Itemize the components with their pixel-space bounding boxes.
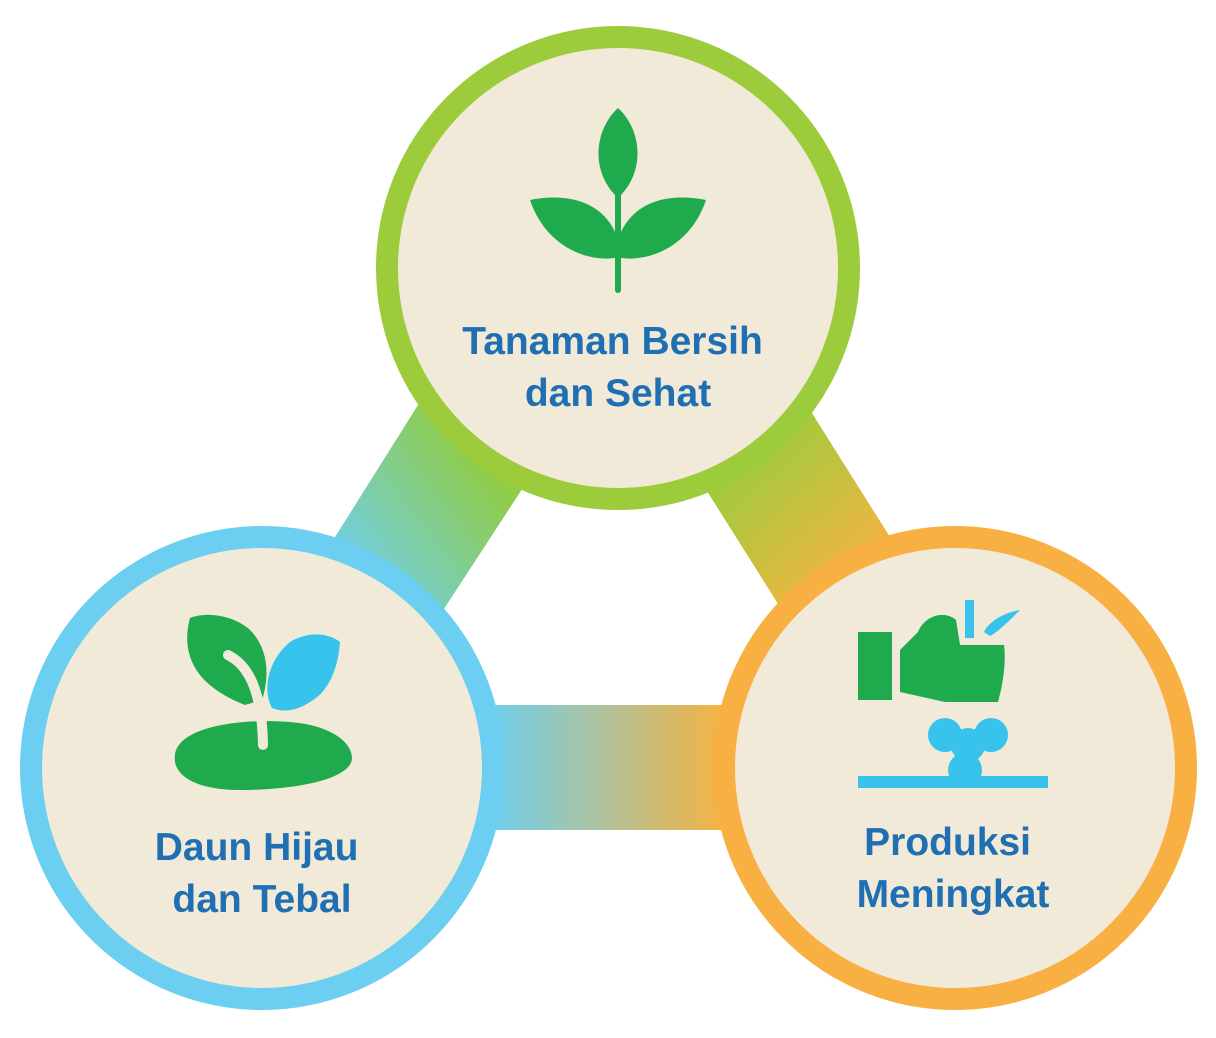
seedling-leaves-icon [174,614,352,790]
hand-harvest-icon [858,600,1048,788]
node-left: Daun Hijau dan Tebal [20,526,504,1010]
node-left-label-line2: dan Tebal [172,878,351,921]
node-top-label-line2: dan Sehat [525,372,711,415]
plant-sprout-icon [530,108,706,293]
node-left-label-line1: Daun Hijau [155,826,359,869]
node-right-label-line2: Meningkat [857,873,1050,916]
node-right: Produksi Meningkat [713,526,1197,1010]
svg-text:Daun Hijau dan Tebal: Daun Hijau dan Tebal [155,826,370,921]
svg-text:Produksi Meningkat: Produksi Meningkat [857,821,1050,916]
connector-left-right [490,705,730,830]
svg-text:Tanaman Bersih dan Sehat: Tanaman Bersih dan Sehat [462,320,773,415]
node-top: Tanaman Bersih dan Sehat [376,26,860,510]
node-right-label-line1: Produksi [864,821,1031,864]
node-top-label-line1: Tanaman Bersih [462,320,763,363]
